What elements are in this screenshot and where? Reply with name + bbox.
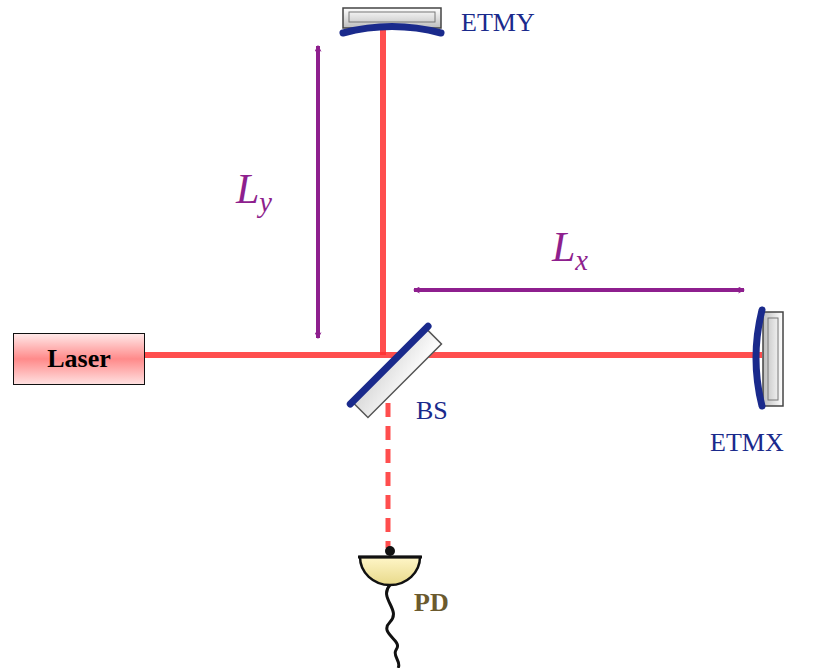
dimension-arrow: [316, 46, 320, 338]
mirror-label: ETMY: [461, 10, 535, 36]
beam-splitter-label: BS: [416, 398, 448, 424]
dimension-label: Lx: [552, 226, 588, 275]
dimension-label: Ly: [236, 168, 272, 217]
laser-beam: [145, 24, 762, 548]
end-mirror-x: [756, 310, 783, 406]
detector-label: PD: [414, 590, 449, 616]
laser-box: Laser: [13, 333, 145, 385]
mirror-label: ETMX: [710, 430, 784, 456]
photodetector: [358, 546, 422, 668]
end-mirror-y: [343, 8, 441, 33]
node-label: Laser: [47, 344, 111, 374]
dimension-arrow: [414, 288, 744, 292]
